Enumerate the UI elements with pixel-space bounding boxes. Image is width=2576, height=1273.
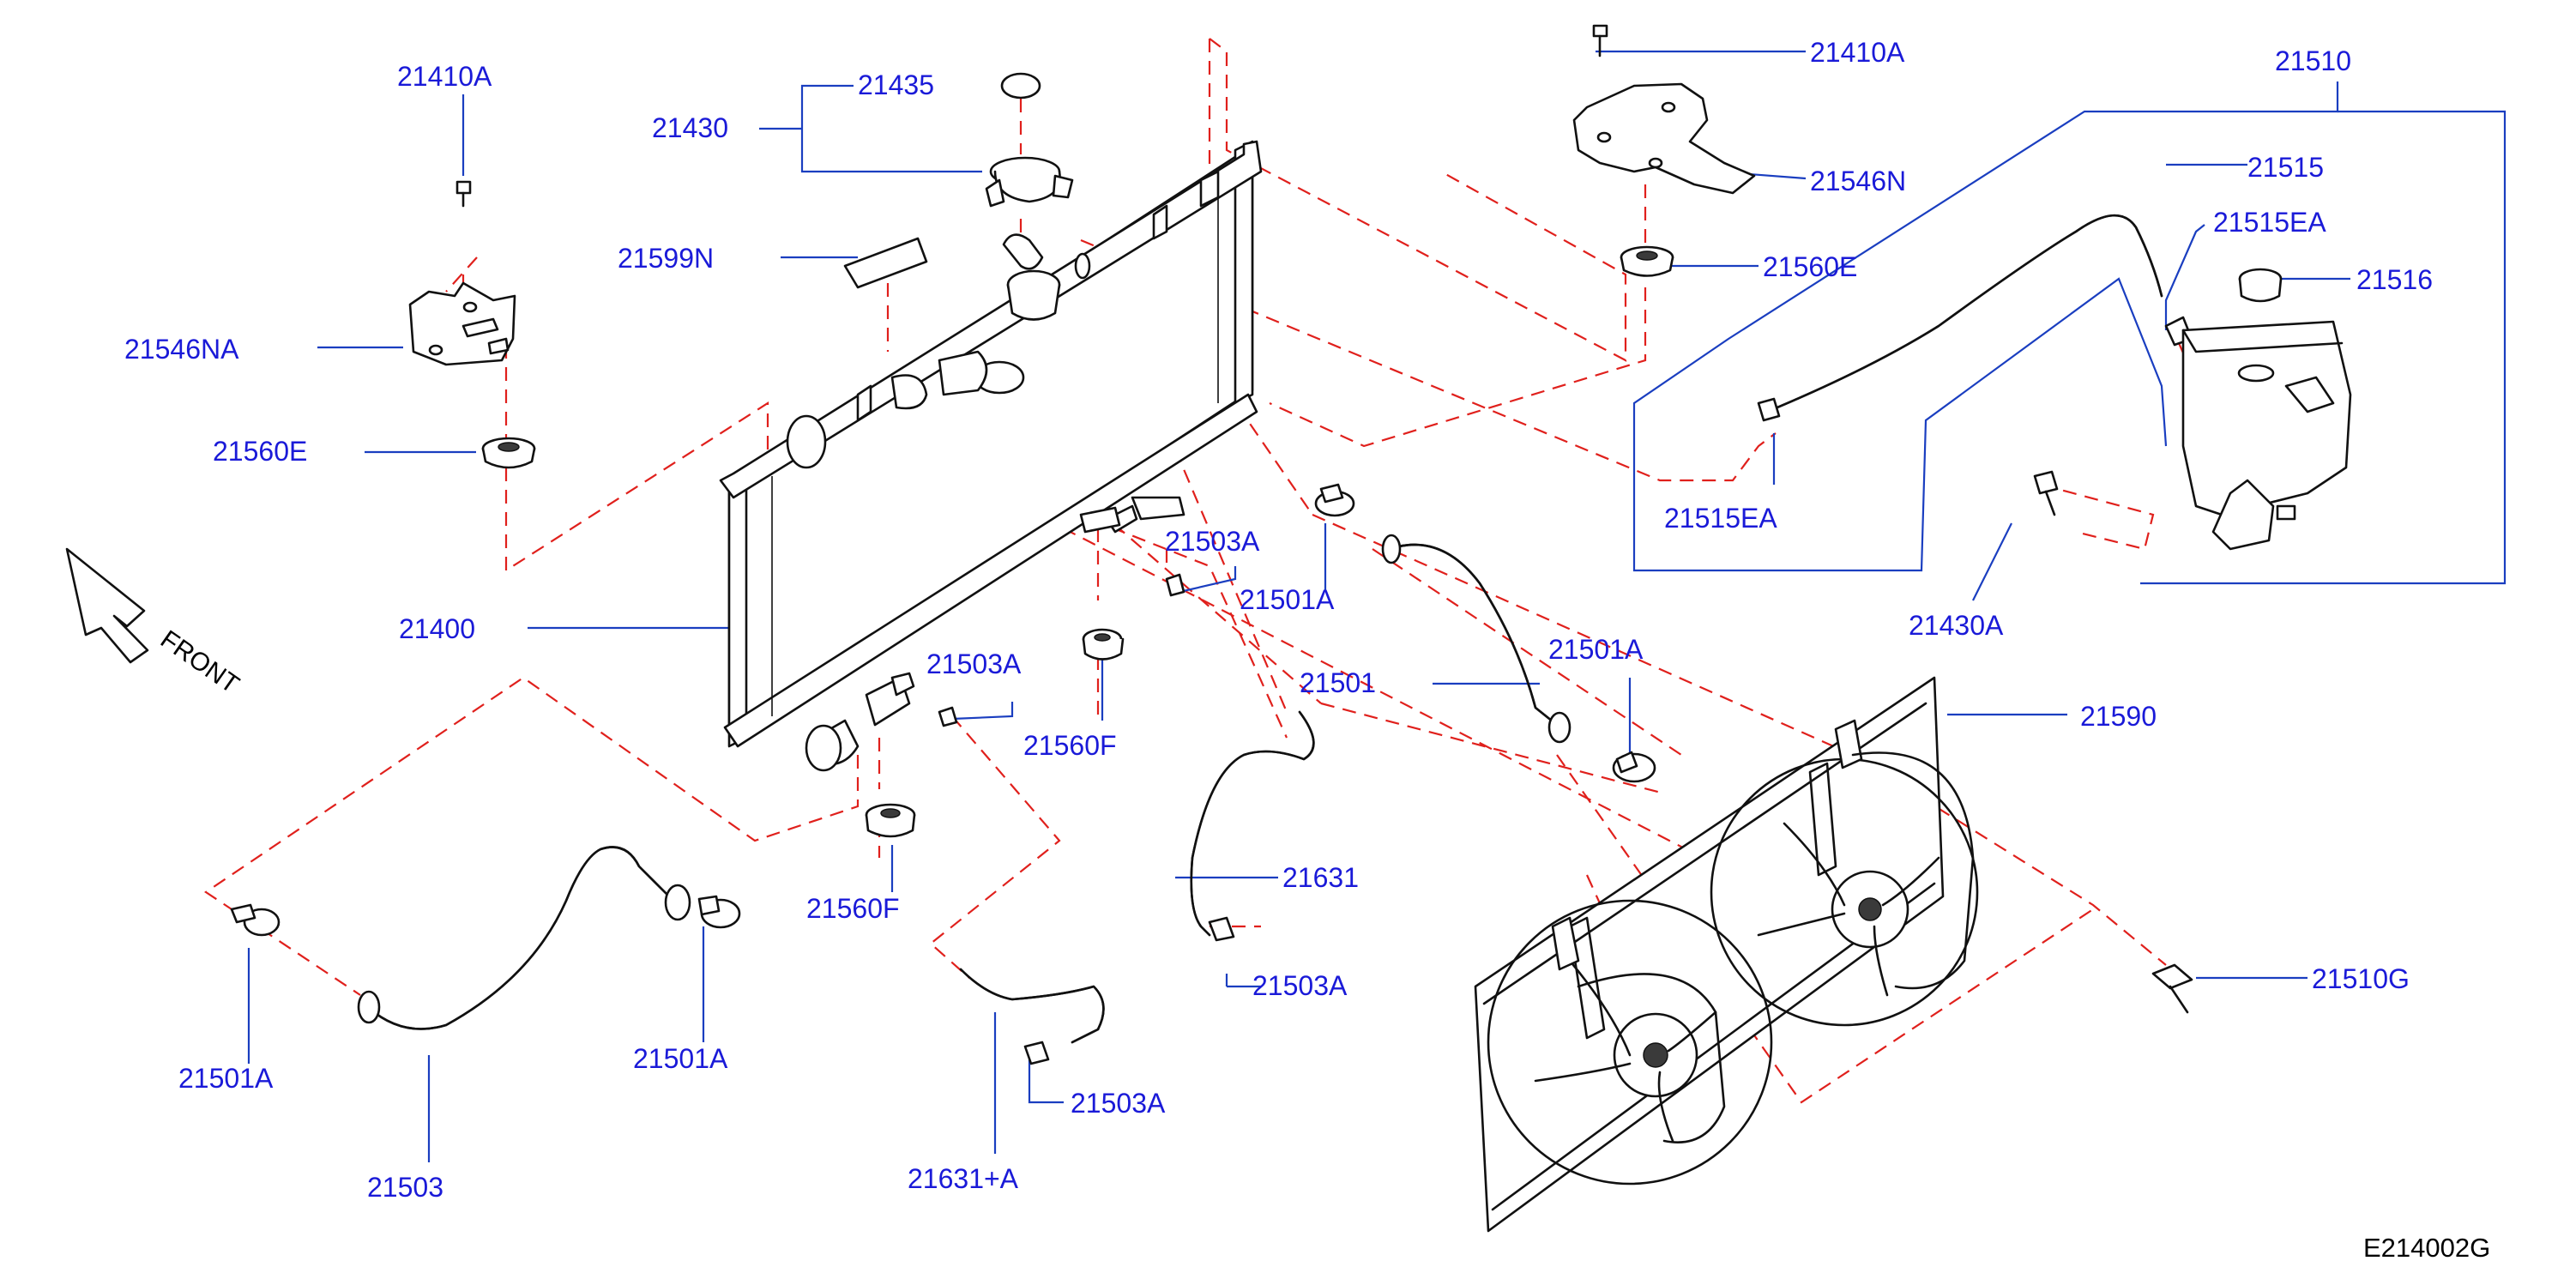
label-21516: 21516 — [2356, 264, 2433, 295]
label-21590: 21590 — [2080, 701, 2157, 732]
front-arrow-icon — [65, 547, 149, 664]
label-21430A: 21430A — [1909, 610, 2004, 641]
reservoir-tank-21510 — [1757, 214, 2352, 551]
part-labels: 21410A 21435 21430 21599N 21546NA 21560E… — [124, 37, 2490, 1263]
label-21503A-c: 21503A — [1252, 970, 1348, 1001]
label-21430: 21430 — [652, 112, 728, 143]
label-21515EA-low: 21515EA — [1664, 503, 1777, 534]
label-21510G: 21510G — [2312, 963, 2410, 994]
label-21410A-left: 21410A — [397, 61, 492, 92]
label-21503A-a: 21503A — [1165, 526, 1260, 557]
leader-lines — [247, 50, 2507, 1162]
label-21560F-low: 21560F — [806, 893, 900, 924]
grommet-21560F — [865, 628, 1125, 838]
hose-21631A — [938, 706, 1105, 1065]
label-21501A-lowmid: 21501A — [633, 1043, 728, 1074]
label-21400: 21400 — [399, 613, 475, 644]
lower-hose-21503 — [230, 846, 741, 1030]
hose-21631 — [1165, 573, 1315, 942]
label-21631: 21631 — [1282, 862, 1359, 893]
label-21560E-right: 21560E — [1763, 251, 1857, 282]
bracket-21546NA — [408, 180, 536, 469]
label-21435: 21435 — [858, 69, 934, 100]
label-21515: 21515 — [2247, 152, 2324, 183]
label-21560E-left: 21560E — [213, 436, 307, 467]
label-21546NA: 21546NA — [124, 334, 239, 365]
fan-shroud-21590 — [1474, 676, 2193, 1233]
label-plate-21599N — [843, 237, 928, 289]
label-21503A-b: 21503A — [926, 649, 1022, 679]
label-21631A: 21631+A — [908, 1163, 1019, 1194]
radiator-21400 — [719, 140, 1263, 772]
label-21501A-lowleft: 21501A — [178, 1063, 274, 1094]
label-21599N: 21599N — [618, 243, 714, 274]
label-21503A-d: 21503A — [1071, 1088, 1166, 1119]
front-label: FRONT — [155, 625, 244, 699]
label-21501A-right: 21501A — [1548, 634, 1644, 665]
label-21501: 21501 — [1300, 667, 1376, 698]
bracket-21546N — [1572, 24, 1756, 277]
diagram-code: E214002G — [2363, 1233, 2490, 1263]
radiator-cap-21430 — [985, 72, 1074, 208]
label-21503: 21503 — [367, 1172, 443, 1203]
label-21410A-right: 21410A — [1810, 37, 1905, 68]
label-21515EA-top: 21515EA — [2213, 207, 2326, 238]
label-21560F-mid: 21560F — [1023, 730, 1117, 761]
label-21510: 21510 — [2275, 45, 2351, 76]
label-21546N: 21546N — [1810, 166, 1906, 196]
label-21501A-mid: 21501A — [1240, 584, 1335, 615]
upper-hose-21501 — [1314, 483, 1656, 783]
